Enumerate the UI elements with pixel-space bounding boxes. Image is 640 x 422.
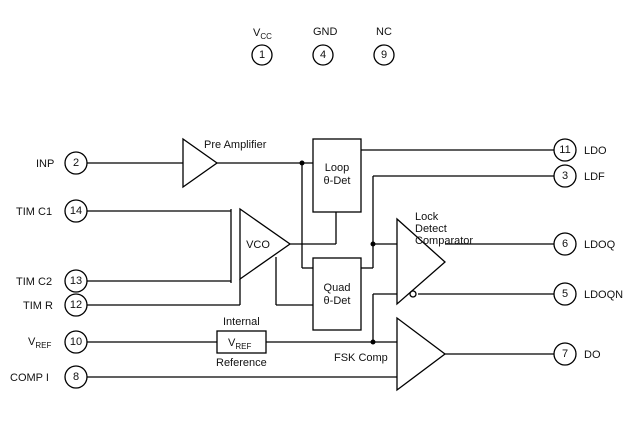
- lock-detect-label-3: Comparator: [415, 235, 473, 247]
- gnd-pin: GND 4: [312, 26, 338, 66]
- pin-circle: [553, 342, 577, 366]
- inp-pin: INP 2: [36, 151, 88, 175]
- timr-label: TIM R: [23, 300, 53, 312]
- pin-circle: [64, 365, 88, 389]
- timc2-label: TIM C2: [16, 276, 52, 288]
- lock-detect-label-1: Lock: [415, 211, 439, 223]
- wires: [87, 149, 554, 378]
- ldf-label: LDF: [584, 171, 605, 183]
- pin-circle: [553, 282, 577, 306]
- pre-amplifier-triangle: [182, 137, 219, 189]
- pin-circle: [64, 293, 88, 317]
- ldf-pin: 3 LDF: [553, 164, 605, 188]
- internal-vref: Internal VREF Reference: [216, 316, 267, 369]
- vref-box-label: VREF: [228, 337, 251, 351]
- pin-circle: [251, 44, 273, 66]
- vref-pin: VREF 10: [28, 330, 88, 354]
- vref-reference-label: Reference: [216, 357, 267, 369]
- quad-phase-detector: Quad θ-Det: [312, 257, 362, 331]
- timc1-pin-number: 14: [70, 205, 82, 217]
- loop-det-box: [312, 138, 362, 213]
- vref-internal-label: Internal: [223, 316, 260, 328]
- nc-label: NC: [376, 26, 392, 38]
- pin-circle: [553, 164, 577, 188]
- loop-phase-detector: Loop θ-Det: [312, 138, 362, 213]
- nc-pin: NC 9: [373, 26, 395, 66]
- lock-detect-triangle: [396, 217, 446, 306]
- gnd-label: GND: [313, 26, 338, 38]
- quad-det-label-2: θ-Det: [324, 295, 351, 307]
- ldo-label: LDO: [584, 145, 607, 157]
- gnd-pin-number: 4: [320, 49, 326, 61]
- pin-circle: [64, 269, 88, 293]
- vref-pin-label: VREF: [28, 336, 51, 350]
- pre-amplifier-label: Pre Amplifier: [204, 139, 267, 151]
- vcc-pin: VCC 1: [251, 27, 273, 66]
- pin-circle: [373, 44, 395, 66]
- pin-circle: [312, 44, 334, 66]
- ldoq-pin-number: 6: [562, 238, 568, 250]
- lock-detect-comparator: Lock Detect Comparator: [396, 211, 473, 306]
- pin-circle: [553, 138, 577, 162]
- fsk-comp-label: FSK Comp: [334, 352, 388, 364]
- inverting-output-bubble: [409, 290, 417, 298]
- ldo-pin-number: 11: [559, 144, 570, 156]
- nc-pin-number: 9: [381, 49, 387, 61]
- vco-label: VCO: [246, 239, 270, 251]
- ldoq-pin: 6 LDOQ: [553, 232, 616, 256]
- ldoqn-label: LDOQN: [584, 289, 623, 301]
- fsk-comp-triangle: [396, 316, 447, 392]
- pre-amplifier: Pre Amplifier: [182, 137, 267, 189]
- ldoqn-pin: 5 LDOQN: [553, 282, 623, 306]
- do-pin-number: 7: [562, 348, 568, 360]
- quad-det-label-1: Quad: [324, 282, 351, 294]
- lock-detect-label-2: Detect: [415, 223, 447, 235]
- vref-pin-number: 10: [70, 336, 82, 348]
- pin-circle: [64, 199, 88, 223]
- quad-det-box: [312, 257, 362, 331]
- timr-pin-number: 12: [70, 299, 82, 311]
- fsk-comparator: FSK Comp: [334, 316, 447, 392]
- pin-circle: [553, 232, 577, 256]
- compi-pin: COMP I 8: [10, 365, 88, 389]
- vcc-label: VCC: [253, 27, 272, 41]
- vco-triangle: [239, 207, 292, 281]
- ldf-pin-number: 3: [562, 170, 568, 182]
- compi-pin-number: 8: [73, 371, 79, 383]
- timc2-pin: TIM C2 13: [16, 269, 88, 293]
- timc1-label: TIM C1: [16, 206, 52, 218]
- pin-circle: [64, 151, 88, 175]
- timr-pin: TIM R 12: [23, 293, 88, 317]
- vref-box: [216, 330, 267, 354]
- compi-label: COMP I: [10, 372, 49, 384]
- inp-pin-number: 2: [73, 157, 79, 169]
- timc1-pin: TIM C1 14: [16, 199, 88, 223]
- do-pin: 7 DO: [553, 342, 601, 366]
- ldoqn-pin-number: 5: [562, 288, 568, 300]
- loop-det-label-1: Loop: [325, 162, 349, 174]
- vcc-pin-number: 1: [259, 49, 265, 61]
- pin-circle: [64, 330, 88, 354]
- inp-label: INP: [36, 158, 54, 170]
- timc2-pin-number: 13: [70, 275, 82, 287]
- vco: VCO: [230, 207, 292, 283]
- junctions: [299, 160, 376, 345]
- ldoq-label: LDOQ: [584, 239, 616, 251]
- loop-det-label-2: θ-Det: [324, 175, 351, 187]
- do-label: DO: [584, 349, 601, 361]
- ldo-pin: 11 LDO: [553, 138, 607, 162]
